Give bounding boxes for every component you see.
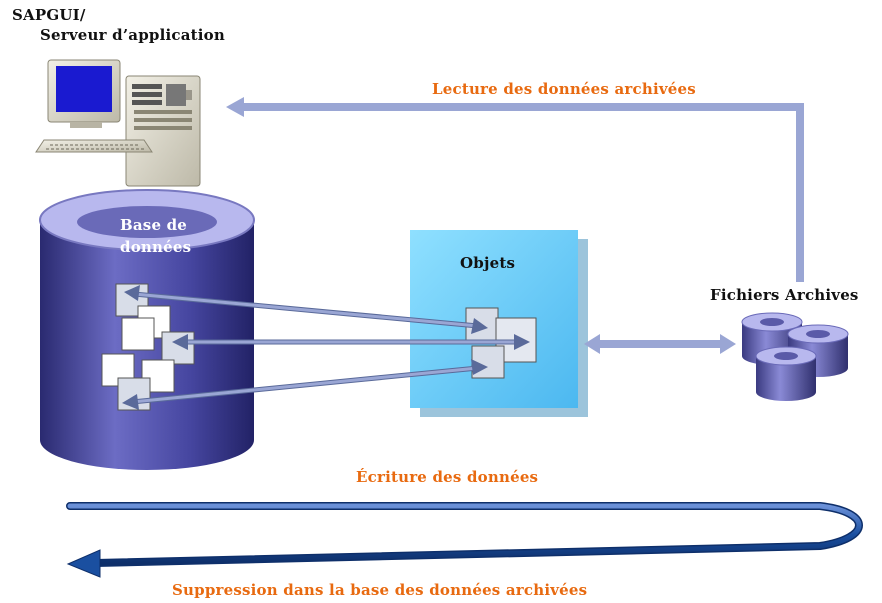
archive-files-icon xyxy=(741,312,849,401)
objects-label: Objets xyxy=(460,254,516,272)
write-delete-loop-arrow xyxy=(66,502,863,578)
db-object-arrows xyxy=(122,285,530,410)
archive-files-label: Fichiers Archives xyxy=(710,286,859,304)
objects-archive-arrow xyxy=(584,334,736,354)
read-archived-arrow xyxy=(226,97,804,282)
write-data-label: Écriture des données xyxy=(356,468,539,486)
monitor-screen xyxy=(56,66,112,112)
server-label-line1: SAPGUI/ xyxy=(12,6,86,24)
read-archived-label: Lecture des données archivées xyxy=(432,80,696,98)
db-label-line2: données xyxy=(120,238,192,256)
server-label-line2: Serveur d’application xyxy=(40,26,225,44)
computer-icon xyxy=(35,59,201,187)
db-documents xyxy=(101,283,195,411)
db-label-line1: Base de xyxy=(120,216,188,234)
delete-archived-label: Suppression dans la base des données arc… xyxy=(172,581,588,599)
